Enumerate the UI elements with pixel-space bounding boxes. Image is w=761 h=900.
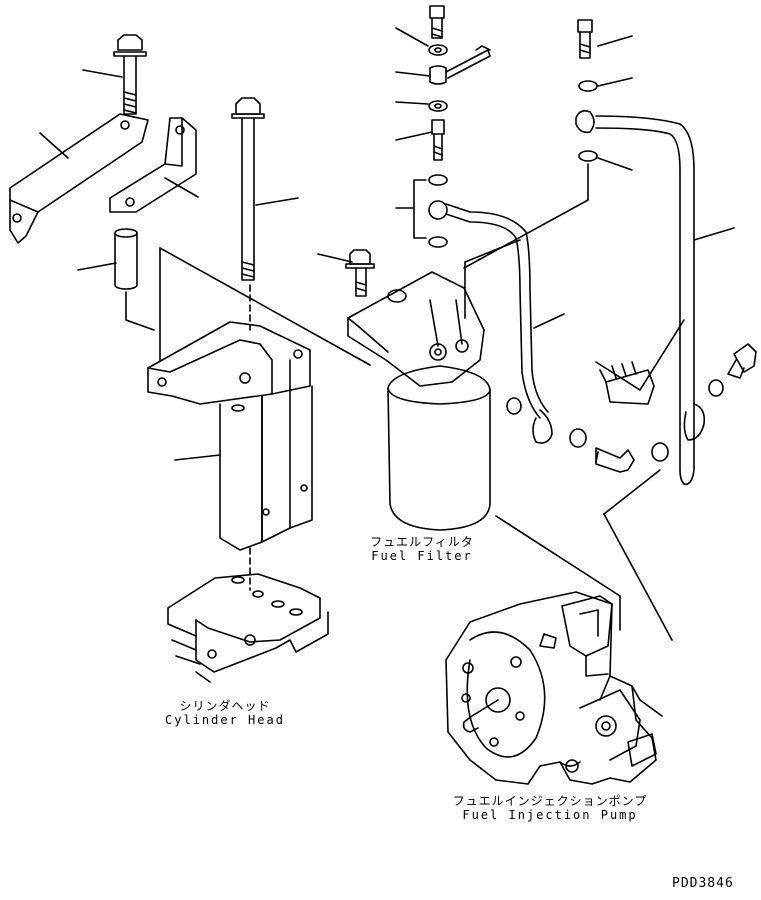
bolt-right-small xyxy=(728,344,756,378)
washer-hole xyxy=(435,104,441,108)
label-fuel-filter-jp: フュエルフィルタ xyxy=(370,535,474,549)
bolt-top-right xyxy=(578,20,592,58)
banjo-fitting-bent xyxy=(430,46,490,84)
leader-line xyxy=(464,164,588,268)
label-fuel-filter: フュエルフィルタ Fuel Filter xyxy=(362,535,482,564)
bracket-long xyxy=(10,114,148,243)
leader-line xyxy=(694,228,734,240)
flange-bolt-left xyxy=(114,35,146,114)
label-fuel-injection-pump: フュエルインジェクションポンプ Fuel Injection Pump xyxy=(440,794,660,823)
leader-line xyxy=(604,470,660,514)
washer xyxy=(709,380,723,396)
leader-line xyxy=(598,78,632,86)
fuel-filter-cartridge xyxy=(388,366,490,530)
washer xyxy=(570,429,586,447)
label-cylinder-head-en: Cylinder Head xyxy=(165,712,285,727)
washer xyxy=(429,101,447,111)
leader-line xyxy=(256,198,298,205)
hollow-bolt xyxy=(346,250,374,296)
leader-line xyxy=(465,240,520,262)
leader-line xyxy=(40,133,68,158)
bracket-l-shaped xyxy=(110,118,196,212)
washer xyxy=(579,151,597,161)
leader-line xyxy=(83,70,122,77)
filter-bracket xyxy=(148,322,312,550)
leader-line xyxy=(596,362,640,390)
tube-clamp xyxy=(600,362,654,404)
leader-line xyxy=(534,314,564,328)
group-bracket xyxy=(396,180,426,238)
washer-hole xyxy=(435,48,441,52)
leader-line xyxy=(160,248,370,365)
label-cylinder-head: シリンダヘッド Cylinder Head xyxy=(160,699,290,728)
long-stud-bolt xyxy=(232,98,264,280)
leader-line xyxy=(78,263,116,270)
washer xyxy=(429,175,447,185)
drawing-code: PDD3846 xyxy=(672,876,734,891)
joint-bolt xyxy=(432,120,444,160)
leader-line xyxy=(396,28,428,46)
cylinder-head-section xyxy=(168,574,328,682)
fuel-tube-right xyxy=(576,111,694,484)
joint-bolt-lower xyxy=(596,448,634,472)
leader-line xyxy=(640,320,684,390)
washer xyxy=(429,237,447,247)
leader-line xyxy=(598,158,632,170)
leader-line xyxy=(318,254,352,262)
leader-line xyxy=(598,36,632,46)
leader-line xyxy=(126,292,154,330)
spacer-collar xyxy=(115,229,137,289)
fuel-filter-head xyxy=(348,272,484,386)
fuel-injection-pump xyxy=(446,592,662,784)
leader-line xyxy=(396,132,432,140)
fuel-tube-left xyxy=(429,201,552,443)
label-fuel-injection-pump-en: Fuel Injection Pump xyxy=(462,807,638,822)
fuel-tube-end xyxy=(684,404,704,440)
leader-line xyxy=(496,516,620,596)
bolt-top-center xyxy=(430,6,444,38)
leader-line xyxy=(175,455,220,460)
washer xyxy=(652,443,668,461)
label-fuel-injection-pump-jp: フュエルインジェクションポンプ xyxy=(452,794,648,808)
washer xyxy=(429,45,447,55)
washer xyxy=(507,398,521,414)
washer xyxy=(579,81,597,91)
leader-line xyxy=(396,72,430,76)
label-cylinder-head-jp: シリンダヘッド xyxy=(179,699,271,713)
leader-line xyxy=(396,102,428,104)
leader-line xyxy=(165,178,198,197)
leader-line xyxy=(604,514,672,640)
label-fuel-filter-en: Fuel Filter xyxy=(371,548,473,563)
